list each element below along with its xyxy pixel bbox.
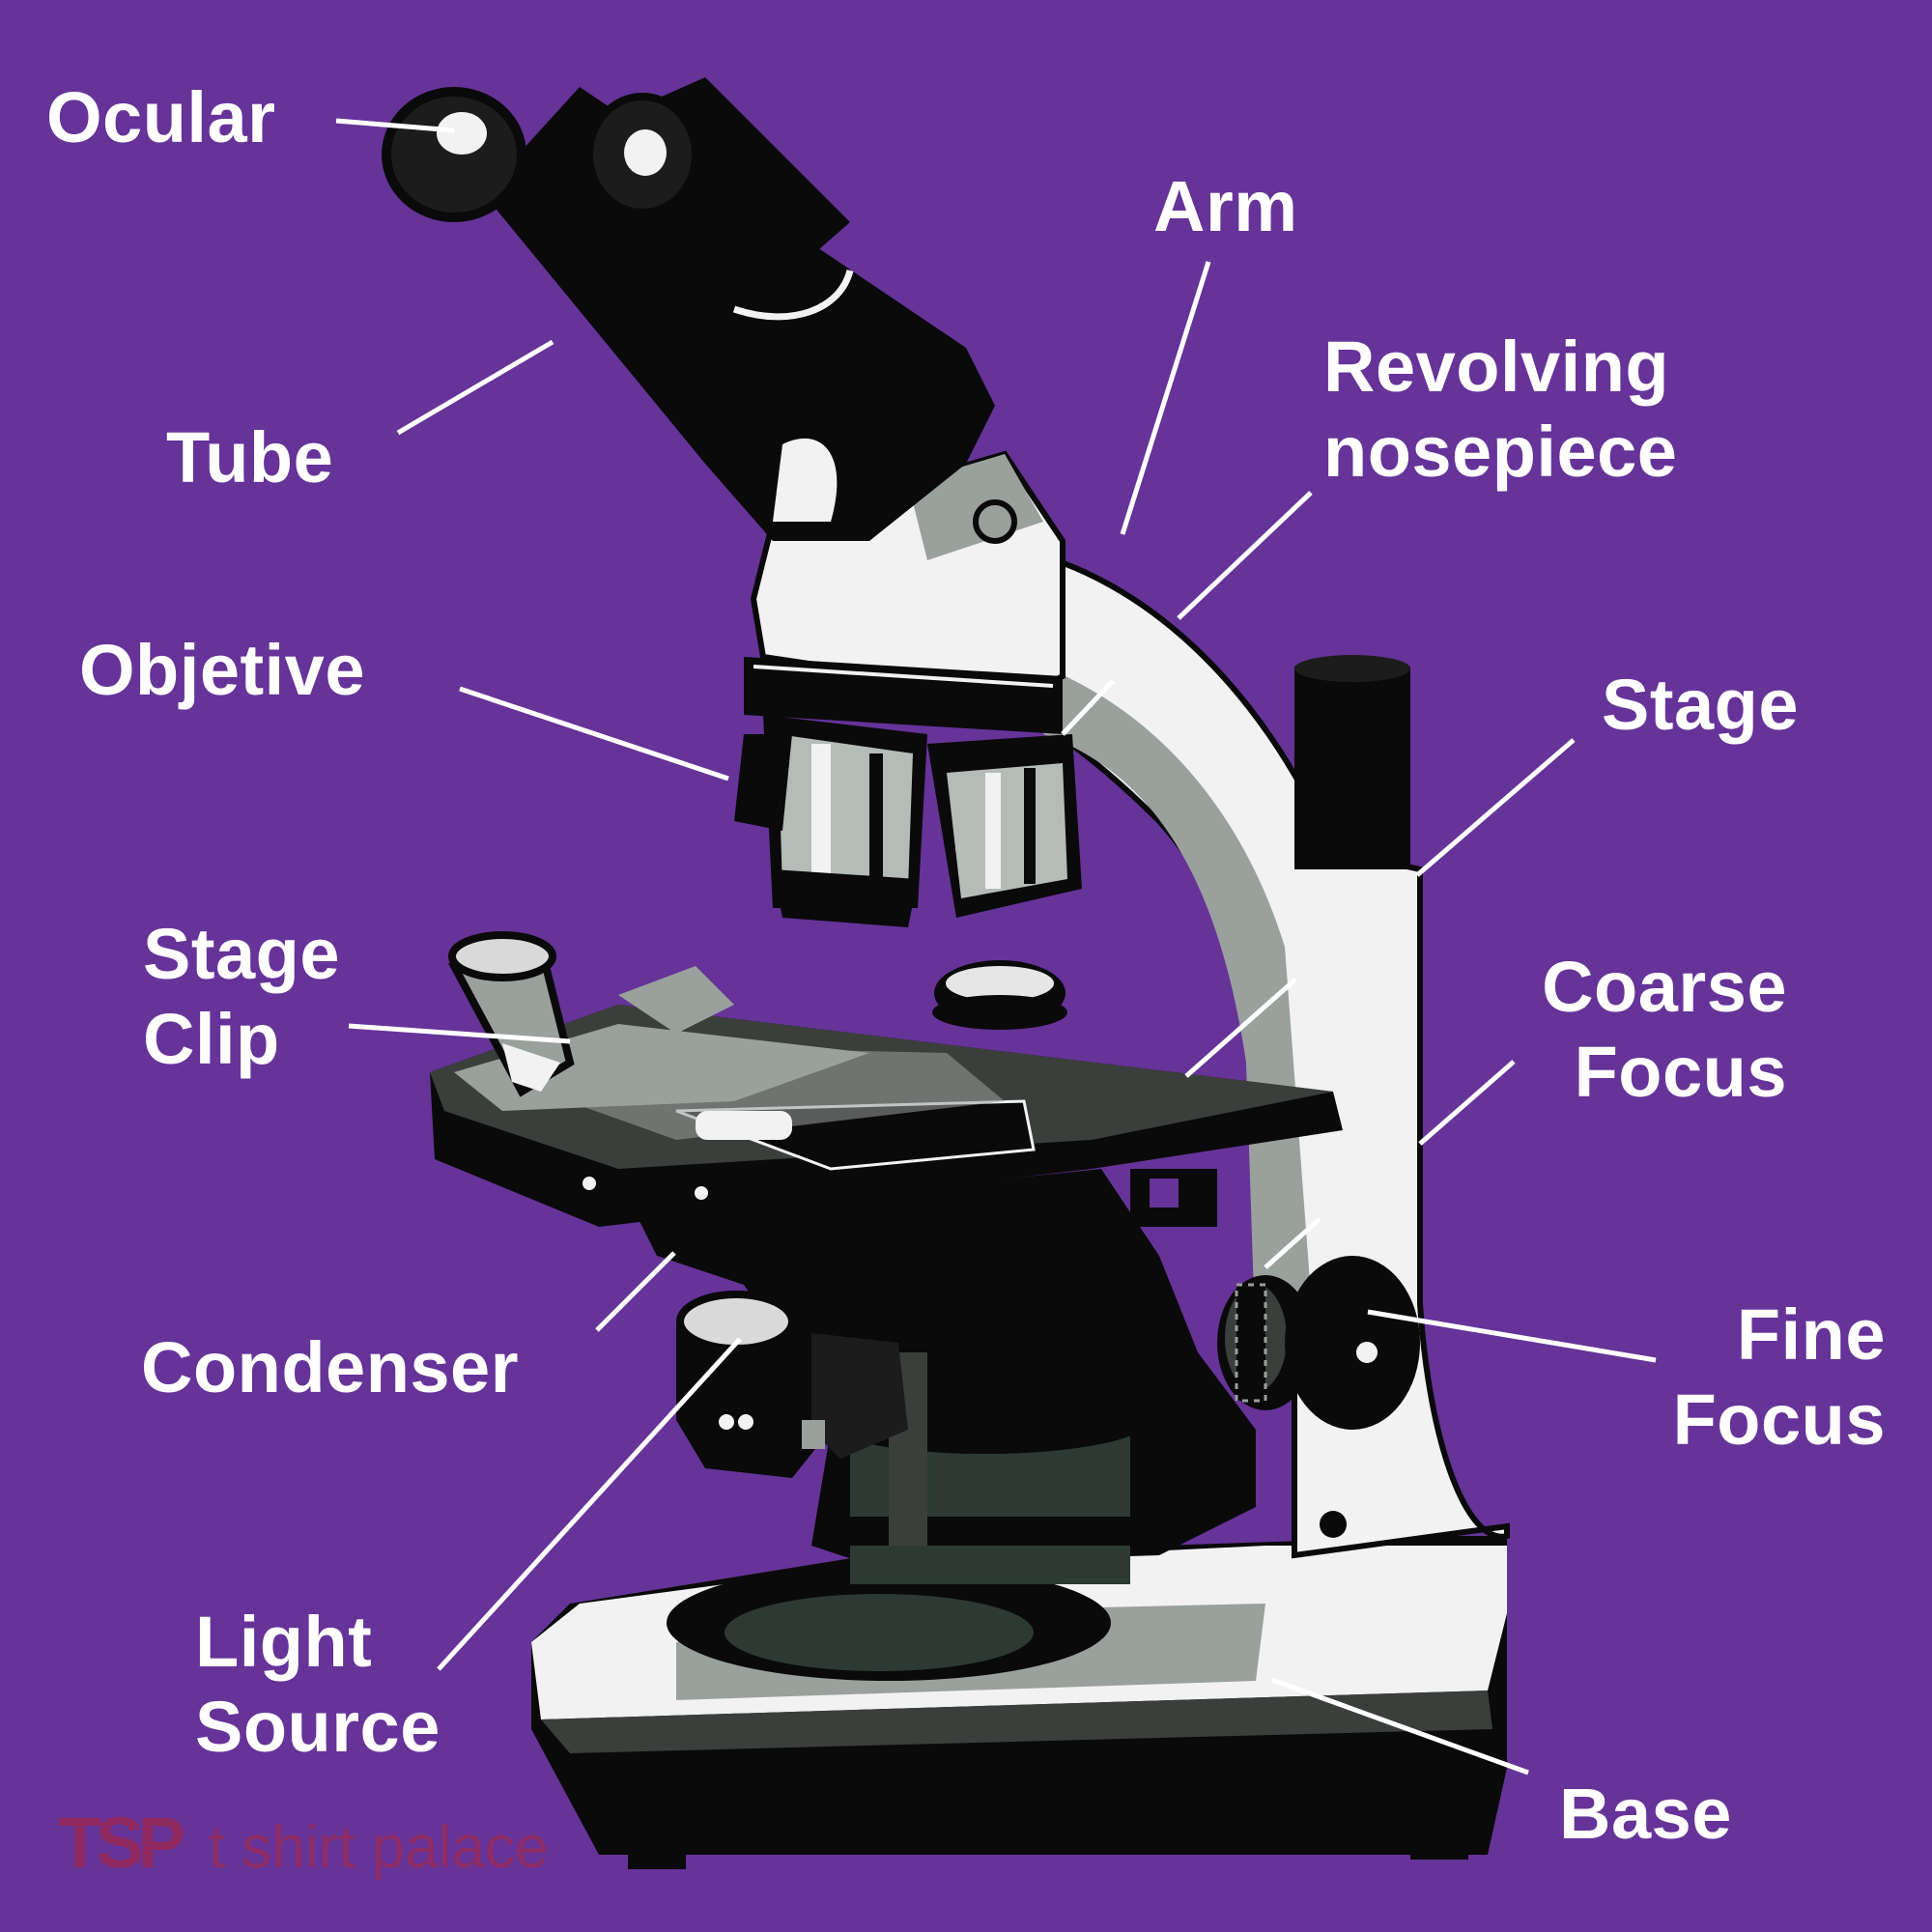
label-ocular-text: Ocular bbox=[46, 77, 276, 157]
leader-coarse-focus bbox=[1418, 1060, 1516, 1146]
stage-clip-shape bbox=[447, 931, 575, 1097]
label-objective: Objetive bbox=[79, 628, 365, 713]
light-source-shape bbox=[676, 1285, 908, 1478]
leader-objective bbox=[459, 686, 729, 781]
label-coarse-line-2: Focus bbox=[1574, 1032, 1787, 1112]
leader-stage-clip bbox=[348, 1023, 571, 1044]
label-nosepiece-line-1: Revolving bbox=[1323, 327, 1670, 407]
label-coarse-line-1: Coarse bbox=[1542, 947, 1787, 1027]
label-light-line-2: Source bbox=[195, 1687, 440, 1767]
leader-base bbox=[1271, 1677, 1529, 1776]
leader-condenser bbox=[595, 1251, 676, 1332]
label-ocular: Ocular bbox=[46, 75, 275, 160]
tube-shape bbox=[382, 77, 995, 541]
label-stage-clip: Stage Clip bbox=[143, 912, 340, 1082]
label-fine-line-2: Focus bbox=[1672, 1379, 1886, 1460]
label-base: Base bbox=[1559, 1772, 1732, 1857]
watermark-logo: TSP bbox=[58, 1803, 185, 1883]
leader-coarse-focus-2 bbox=[1264, 1217, 1321, 1269]
label-nosepiece-line-2: nosepiece bbox=[1323, 412, 1678, 492]
label-objective-text: Objetive bbox=[79, 630, 365, 710]
label-fine-focus: Fine Focus bbox=[1673, 1293, 1886, 1463]
body-shape bbox=[638, 1169, 1256, 1584]
leader-light-source bbox=[437, 1337, 742, 1671]
label-stage: Stage bbox=[1602, 663, 1799, 748]
objective-shape bbox=[734, 715, 1082, 927]
leader-lines bbox=[335, 118, 1657, 1776]
label-tube: Tube bbox=[166, 415, 333, 500]
focus-knob-shape bbox=[1217, 1256, 1420, 1430]
base-shape bbox=[531, 1536, 1507, 1869]
label-condenser: Condenser bbox=[141, 1325, 519, 1410]
label-light-source: Light Source bbox=[195, 1600, 440, 1770]
label-stage-text: Stage bbox=[1602, 665, 1800, 745]
label-stage-clip-line-1: Stage bbox=[143, 914, 341, 994]
label-arm-text: Arm bbox=[1153, 166, 1298, 246]
label-coarse-focus: Coarse Focus bbox=[1542, 945, 1787, 1115]
leader-tube bbox=[396, 339, 554, 436]
leader-arm bbox=[1120, 261, 1211, 535]
leader-fine-focus bbox=[1367, 1309, 1657, 1363]
label-tube-text: Tube bbox=[166, 417, 334, 497]
label-stage-clip-line-2: Clip bbox=[143, 999, 280, 1079]
leader-nosepiece bbox=[1177, 491, 1313, 620]
label-base-text: Base bbox=[1559, 1774, 1732, 1854]
label-condenser-text: Condenser bbox=[141, 1327, 520, 1407]
label-fine-line-1: Fine bbox=[1736, 1294, 1886, 1375]
leader-ocular bbox=[335, 118, 455, 133]
label-arm: Arm bbox=[1153, 164, 1298, 249]
leader-stage-2 bbox=[1184, 978, 1297, 1078]
watermark: TSP t shirt palace bbox=[58, 1802, 548, 1884]
watermark-text: t shirt palace bbox=[208, 1814, 549, 1881]
leader-nosepiece-2 bbox=[1061, 679, 1115, 736]
label-light-line-1: Light bbox=[195, 1602, 373, 1682]
leader-stage bbox=[1415, 738, 1576, 877]
label-revolving-nosepiece: Revolving nosepiece bbox=[1323, 325, 1677, 495]
